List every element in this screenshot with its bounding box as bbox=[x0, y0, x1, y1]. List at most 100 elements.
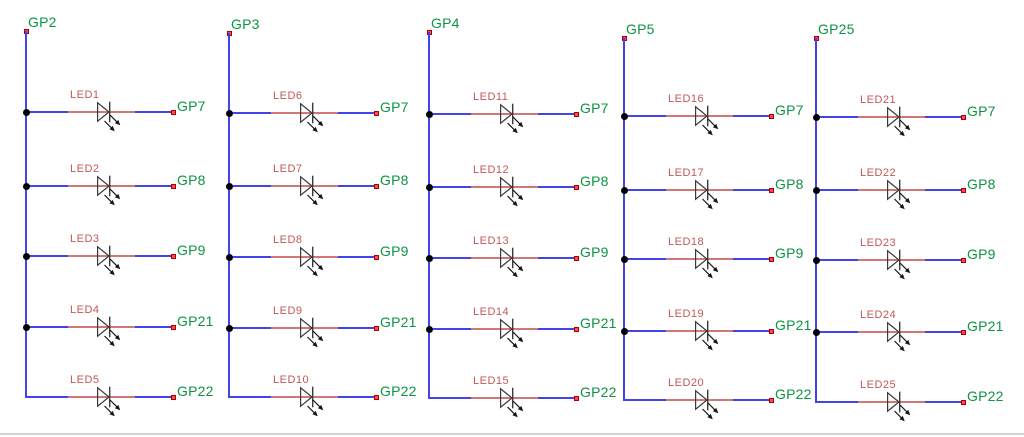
led-symbol[interactable] bbox=[695, 320, 725, 355]
led-symbol[interactable] bbox=[300, 246, 330, 281]
bus-wire-vertical[interactable] bbox=[428, 32, 430, 399]
led-symbol[interactable] bbox=[97, 386, 127, 421]
led-symbol[interactable] bbox=[887, 391, 917, 426]
terminal-pin-gp8[interactable] bbox=[374, 184, 379, 189]
led-label[interactable]: LED9 bbox=[273, 305, 303, 317]
led-label[interactable]: LED1 bbox=[70, 89, 100, 101]
wire-segment[interactable] bbox=[816, 331, 858, 333]
wire-segment[interactable] bbox=[733, 399, 771, 401]
terminal-pin-gp8[interactable] bbox=[961, 188, 966, 193]
wire-segment[interactable] bbox=[229, 256, 271, 258]
terminal-pin-gp9[interactable] bbox=[961, 258, 966, 263]
led-symbol[interactable] bbox=[695, 248, 725, 283]
wire-segment[interactable] bbox=[624, 399, 666, 401]
gpio-net-label[interactable]: GP22 bbox=[967, 388, 1004, 404]
terminal-pin-gp21[interactable] bbox=[171, 325, 176, 330]
led-label[interactable]: LED11 bbox=[473, 91, 509, 103]
led-label[interactable]: LED25 bbox=[860, 379, 897, 391]
led-symbol[interactable] bbox=[500, 387, 530, 422]
wire-segment[interactable] bbox=[733, 189, 771, 191]
terminal-pin-gp7[interactable] bbox=[769, 114, 774, 119]
led-symbol[interactable] bbox=[97, 175, 127, 210]
led-label[interactable]: LED7 bbox=[273, 163, 303, 175]
led-symbol[interactable] bbox=[695, 105, 725, 140]
wire-segment[interactable] bbox=[338, 327, 376, 329]
led-label[interactable]: LED16 bbox=[668, 93, 705, 105]
wire-segment[interactable] bbox=[229, 185, 271, 187]
wire-segment[interactable] bbox=[26, 396, 68, 398]
gpio-net-label[interactable]: GP9 bbox=[580, 244, 609, 260]
wire-segment[interactable] bbox=[338, 256, 376, 258]
led-symbol[interactable] bbox=[500, 176, 530, 211]
wire-segment[interactable] bbox=[816, 401, 858, 403]
terminal-pin-gp22[interactable] bbox=[769, 398, 774, 403]
wire-segment[interactable] bbox=[538, 397, 576, 399]
terminal-pin-gp7[interactable] bbox=[374, 111, 379, 116]
net-label-gp5[interactable]: GP5 bbox=[626, 21, 655, 37]
wire-segment[interactable] bbox=[229, 112, 271, 114]
terminal-pin-gp8[interactable] bbox=[171, 184, 176, 189]
led-label[interactable]: LED24 bbox=[860, 309, 897, 321]
net-label-gp3[interactable]: GP3 bbox=[231, 16, 260, 32]
terminal-pin-gp9[interactable] bbox=[171, 254, 176, 259]
wire-segment[interactable] bbox=[429, 257, 471, 259]
wire-segment[interactable] bbox=[624, 330, 666, 332]
wire-segment[interactable] bbox=[229, 396, 271, 398]
led-label[interactable]: LED8 bbox=[273, 234, 303, 246]
gpio-net-label[interactable]: GP22 bbox=[775, 386, 812, 402]
wire-segment[interactable] bbox=[816, 116, 858, 118]
wire-segment[interactable] bbox=[229, 327, 271, 329]
gpio-net-label[interactable]: GP9 bbox=[380, 243, 409, 259]
gpio-net-label[interactable]: GP9 bbox=[967, 246, 996, 262]
gpio-net-label[interactable]: GP22 bbox=[580, 384, 617, 400]
gpio-net-label[interactable]: GP9 bbox=[775, 245, 804, 261]
wire-segment[interactable] bbox=[429, 113, 471, 115]
gpio-net-label[interactable]: GP7 bbox=[380, 99, 409, 115]
led-label[interactable]: LED20 bbox=[668, 377, 705, 389]
led-label[interactable]: LED6 bbox=[273, 90, 303, 102]
led-label[interactable]: LED5 bbox=[70, 374, 100, 386]
wire-segment[interactable] bbox=[429, 186, 471, 188]
wire-segment[interactable] bbox=[925, 401, 963, 403]
gpio-net-label[interactable]: GP21 bbox=[177, 313, 214, 329]
wire-segment[interactable] bbox=[538, 113, 576, 115]
led-label[interactable]: LED18 bbox=[668, 236, 705, 248]
wire-segment[interactable] bbox=[338, 112, 376, 114]
wire-segment[interactable] bbox=[135, 185, 173, 187]
led-symbol[interactable] bbox=[97, 316, 127, 351]
led-label[interactable]: LED15 bbox=[473, 375, 510, 387]
gpio-net-label[interactable]: GP8 bbox=[775, 176, 804, 192]
terminal-pin-gp9[interactable] bbox=[374, 255, 379, 260]
terminal-pin-gp7[interactable] bbox=[171, 110, 176, 115]
wire-segment[interactable] bbox=[135, 326, 173, 328]
wire-segment[interactable] bbox=[925, 116, 963, 118]
led-symbol[interactable] bbox=[500, 247, 530, 282]
led-symbol[interactable] bbox=[887, 106, 917, 141]
wire-segment[interactable] bbox=[429, 397, 471, 399]
gpio-net-label[interactable]: GP8 bbox=[177, 172, 206, 188]
net-label-gp2[interactable]: GP2 bbox=[28, 14, 57, 30]
terminal-pin-gp22[interactable] bbox=[171, 395, 176, 400]
gpio-net-label[interactable]: GP7 bbox=[967, 103, 996, 119]
gpio-net-label[interactable]: GP22 bbox=[380, 383, 417, 399]
led-symbol[interactable] bbox=[887, 249, 917, 284]
led-label[interactable]: LED4 bbox=[70, 304, 100, 316]
wire-segment[interactable] bbox=[26, 255, 68, 257]
led-label[interactable]: LED14 bbox=[473, 306, 510, 318]
terminal-pin-gp9[interactable] bbox=[769, 257, 774, 262]
gpio-net-label[interactable]: GP9 bbox=[177, 242, 206, 258]
led-label[interactable]: LED19 bbox=[668, 308, 705, 320]
gpio-net-label[interactable]: GP8 bbox=[380, 172, 409, 188]
gpio-net-label[interactable]: GP21 bbox=[380, 314, 417, 330]
wire-segment[interactable] bbox=[925, 189, 963, 191]
wire-segment[interactable] bbox=[925, 259, 963, 261]
led-symbol[interactable] bbox=[695, 389, 725, 424]
led-symbol[interactable] bbox=[300, 317, 330, 352]
bus-wire-vertical[interactable] bbox=[623, 38, 625, 401]
terminal-pin-gp21[interactable] bbox=[574, 327, 579, 332]
led-label[interactable]: LED10 bbox=[273, 374, 310, 386]
led-symbol[interactable] bbox=[300, 175, 330, 210]
gpio-net-label[interactable]: GP8 bbox=[580, 173, 609, 189]
gpio-net-label[interactable]: GP21 bbox=[967, 318, 1004, 334]
bus-wire-vertical[interactable] bbox=[228, 33, 230, 398]
